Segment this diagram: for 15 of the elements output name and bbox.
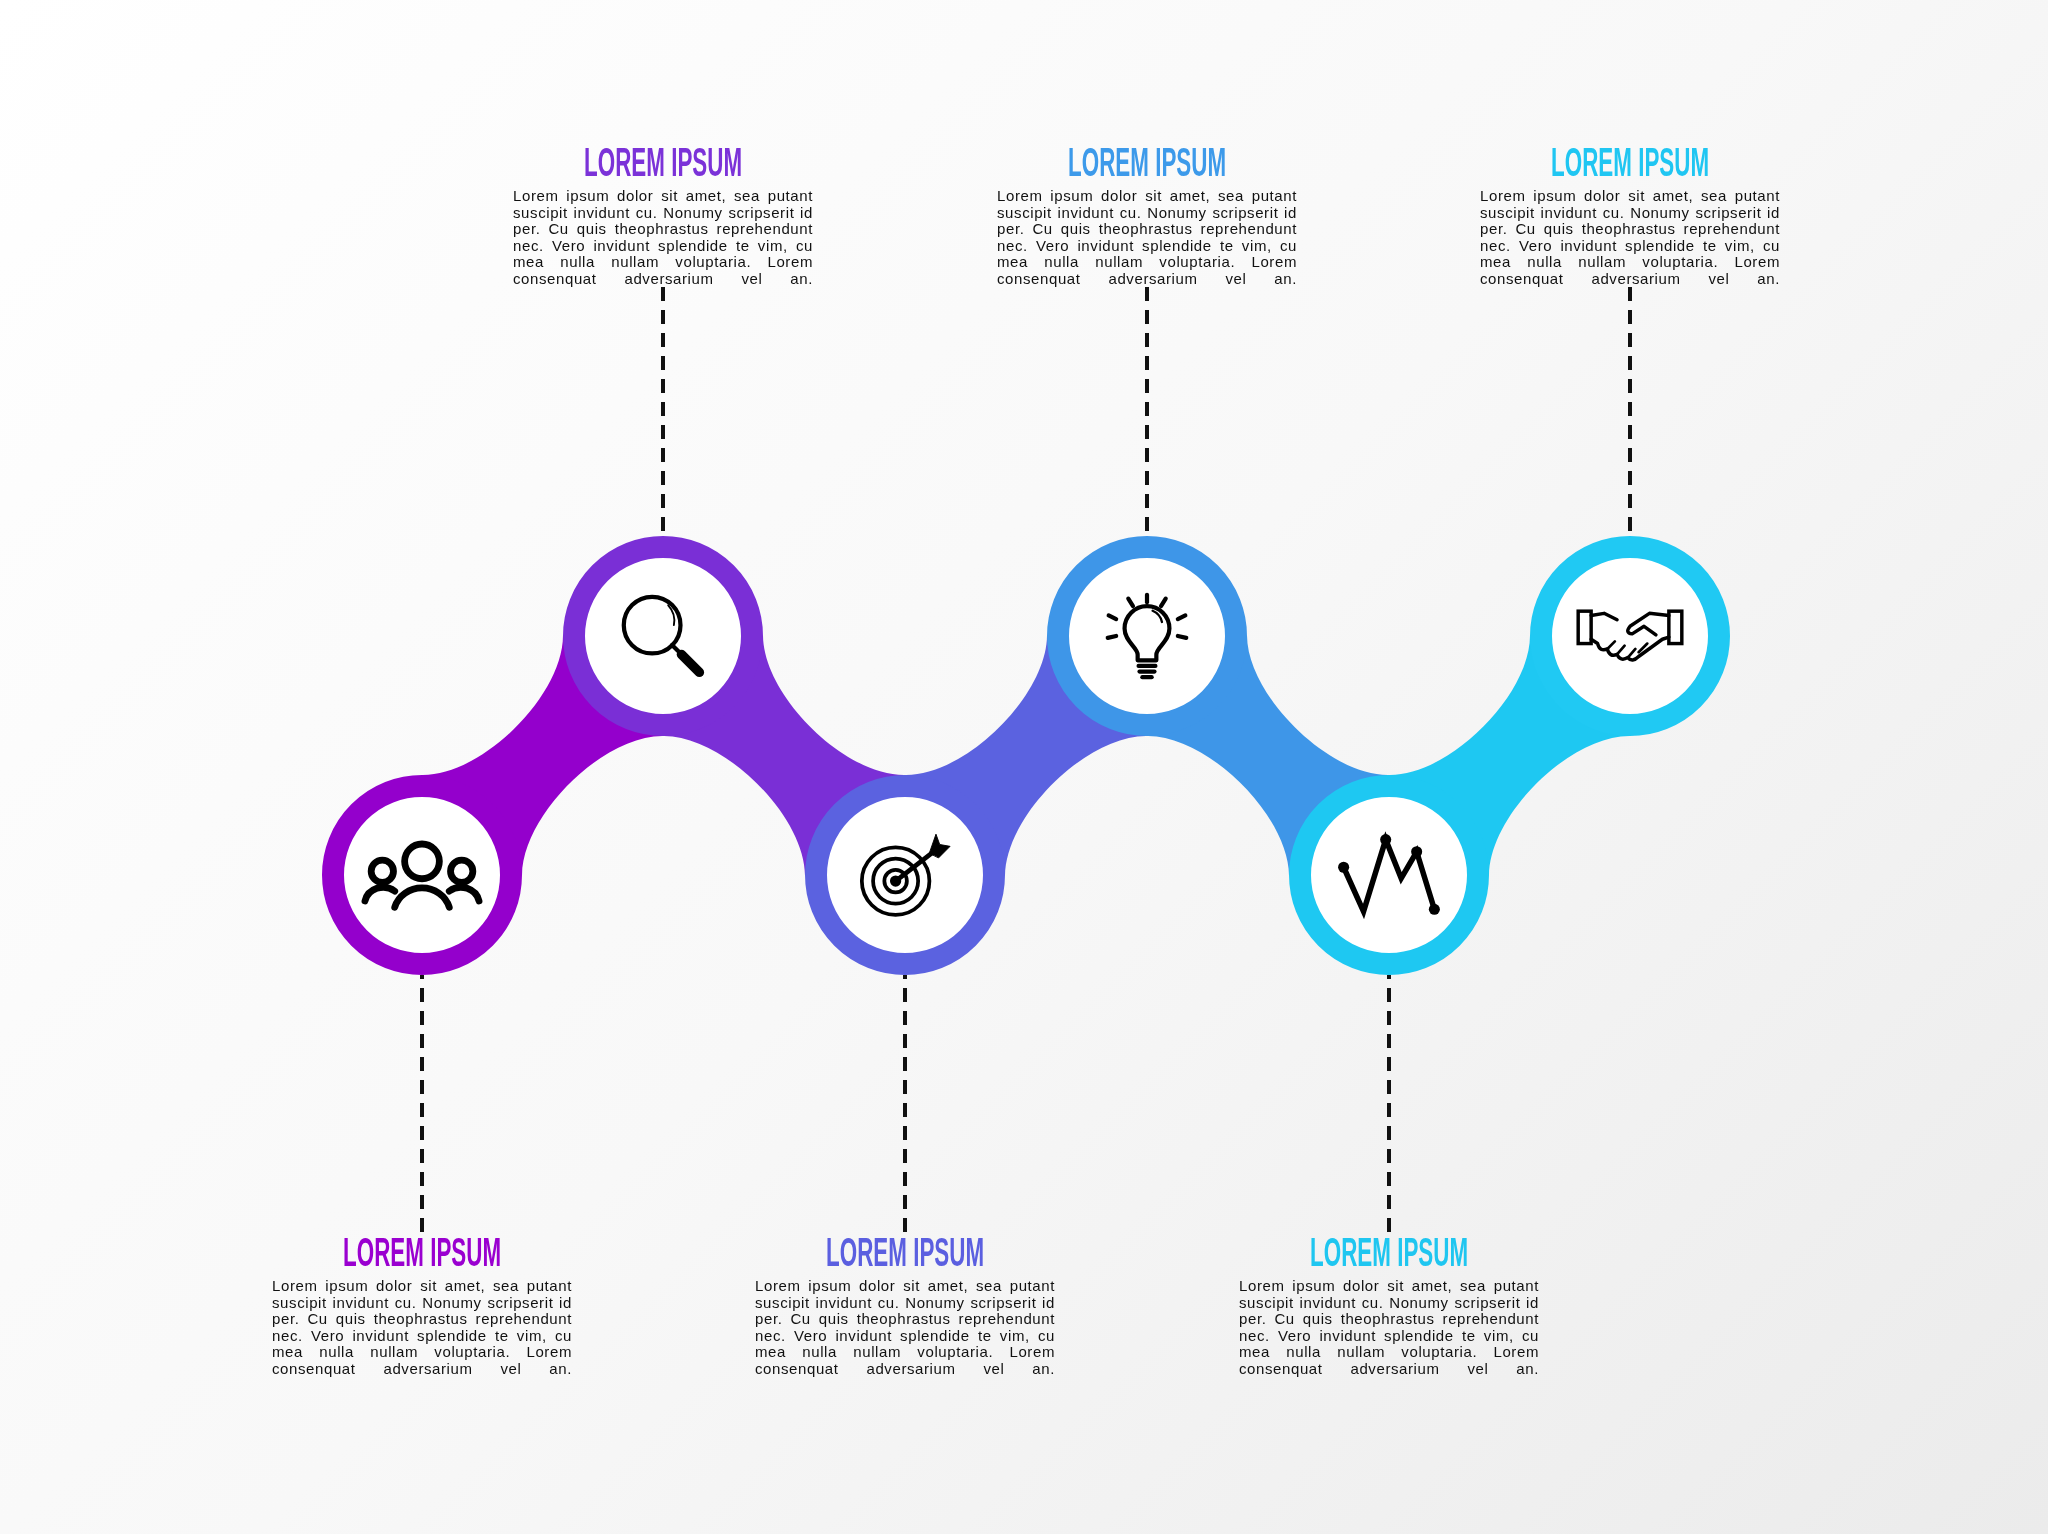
heading: LOREM IPSUM	[1067, 142, 1226, 182]
heading: LOREM IPSUM	[583, 142, 742, 182]
description-text: Lorem ipsum dolor sit amet, sea putant suscipit invidunt cu. Nonumy scripserit id per. Cu quis theophrastus reprehendunt nec. Vero invidunt splendide te vim, cu mea nulla nullam voluptaria. Lorem consenquat adversarium vel an.	[997, 188, 1297, 287]
description-text: Lorem ipsum dolor sit amet, sea putant suscipit invidunt cu. Nonumy scripserit id per. Cu quis theophrastus reprehendunt nec. Vero invidunt splendide te vim, cu mea nulla nullam voluptaria. Lorem consenquat adversarium vel an.	[1239, 1278, 1539, 1377]
heading: LOREM IPSUM	[1550, 142, 1709, 182]
heading: LOREM IPSUM	[825, 1232, 984, 1272]
dashed-line	[1387, 975, 1391, 1232]
description-text: Lorem ipsum dolor sit amet, sea putant suscipit invidunt cu. Nonumy scripserit id per. Cu quis theophrastus reprehendunt nec. Vero invidunt splendide te vim, cu mea nulla nullam voluptaria. Lorem consenquat adversarium vel an.	[513, 188, 813, 287]
heading: LOREM IPSUM	[342, 1232, 501, 1272]
description-text: Lorem ipsum dolor sit amet, sea putant suscipit invidunt cu. Nonumy scripserit id per. Cu quis theophrastus reprehendunt nec. Vero invidunt splendide te vim, cu mea nulla nullam voluptaria. Lorem consenquat adversarium vel an.	[272, 1278, 572, 1377]
description-text: Lorem ipsum dolor sit amet, sea putant suscipit invidunt cu. Nonumy scripserit id per. Cu quis theophrastus reprehendunt nec. Vero invidunt splendide te vim, cu mea nulla nullam voluptaria. Lorem consenquat adversarium vel an.	[755, 1278, 1055, 1377]
dashed-line	[420, 975, 424, 1232]
heading: LOREM IPSUM	[1309, 1232, 1468, 1272]
description-text: Lorem ipsum dolor sit amet, sea putant suscipit invidunt cu. Nonumy scripserit id per. Cu quis theophrastus reprehendunt nec. Vero invidunt splendide te vim, cu mea nulla nullam voluptaria. Lorem consenquat adversarium vel an.	[1480, 188, 1780, 287]
dashed-line	[903, 975, 907, 1232]
